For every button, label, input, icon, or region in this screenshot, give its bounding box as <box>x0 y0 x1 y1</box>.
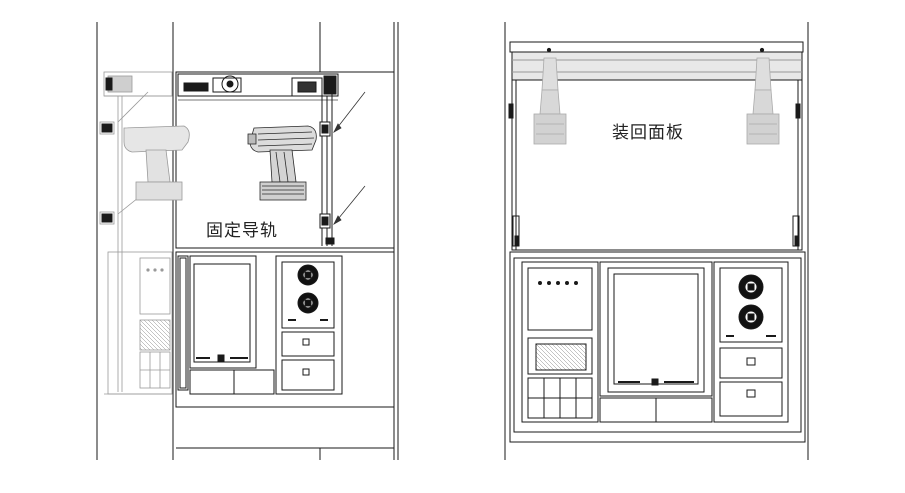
display-panel <box>599 261 713 423</box>
reinstall-panel-label: 装回面板 <box>612 123 684 143</box>
guide-rail <box>319 80 335 246</box>
drill-icon <box>247 125 317 201</box>
left-view <box>96 22 399 460</box>
drill-icon <box>746 57 780 145</box>
top-rail <box>177 73 339 101</box>
control-column <box>521 261 599 423</box>
power-outlet-icon <box>297 264 319 286</box>
usb-port-icon <box>738 304 764 330</box>
callout-lines <box>333 91 366 226</box>
power-outlet-icon <box>738 274 764 300</box>
ghost-side-panel <box>99 71 190 395</box>
ghost-brackets <box>101 77 113 223</box>
lower-panel <box>177 255 343 395</box>
socket-column <box>713 261 789 423</box>
usb-port-icon <box>297 292 319 314</box>
drill-icon <box>533 57 567 145</box>
fix-rail-label: 固定导轨 <box>206 221 278 241</box>
right-view <box>504 22 809 460</box>
